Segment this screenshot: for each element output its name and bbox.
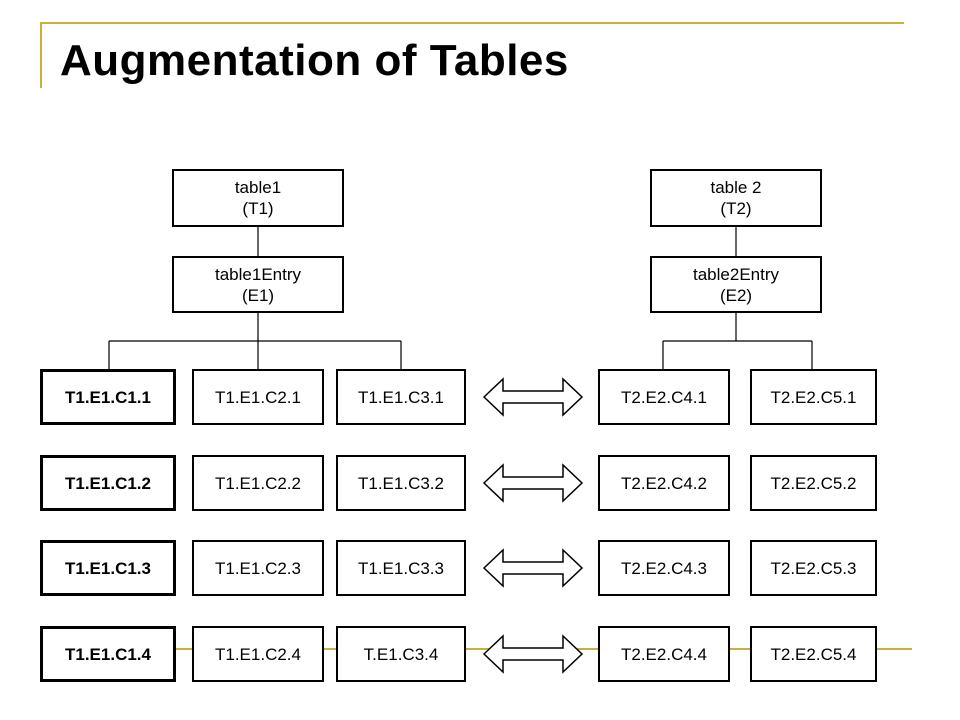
cell-c1-row-3: T1.E1.C1.3 (40, 540, 176, 596)
entry2-node: table2Entry (E2) (650, 256, 822, 313)
cell-c1-row-2: T1.E1.C1.2 (40, 455, 176, 511)
cell-c2-row-4: T1.E1.C2.4 (192, 626, 324, 682)
double-arrow-row-3 (482, 548, 584, 588)
table1-abbr: (T1) (242, 199, 274, 218)
double-arrow-row-4 (482, 634, 584, 674)
cell-c2-row-2: T1.E1.C2.2 (192, 455, 324, 511)
slide-title: Augmentation of Tables (60, 36, 569, 85)
cell-c4-row-3: T2.E2.C4.3 (598, 540, 730, 596)
table2-name: table 2 (710, 178, 762, 197)
cell-c5-row-4: T2.E2.C5.4 (750, 626, 877, 682)
cell-c2-row-3: T1.E1.C2.3 (192, 540, 324, 596)
double-arrow-row-2 (482, 463, 584, 503)
accent-line-top (40, 22, 904, 24)
cell-c3-row-3: T1.E1.C3.3 (336, 540, 466, 596)
cell-c4-row-4: T2.E2.C4.4 (598, 626, 730, 682)
cell-c1-row-4: T1.E1.C1.4 (40, 626, 176, 682)
cell-c4-row-2: T2.E2.C4.2 (598, 455, 730, 511)
cell-c3-row-2: T1.E1.C3.2 (336, 455, 466, 511)
table2-abbr: (T2) (720, 199, 752, 218)
cell-c1-row-1: T1.E1.C1.1 (40, 369, 176, 425)
cell-c4-row-1: T2.E2.C4.1 (598, 369, 730, 425)
cell-c2-row-1: T1.E1.C2.1 (192, 369, 324, 425)
cell-c5-row-1: T2.E2.C5.1 (750, 369, 877, 425)
table2-node: table 2 (T2) (650, 169, 822, 227)
cell-c3-row-1: T1.E1.C3.1 (336, 369, 466, 425)
accent-line-left (40, 22, 42, 88)
accent-line-bottom (40, 648, 912, 650)
entry1-node: table1Entry (E1) (172, 256, 344, 313)
cell-c5-row-3: T2.E2.C5.3 (750, 540, 877, 596)
entry2-name: table2Entry (693, 264, 779, 284)
entry1-name: table1Entry (215, 264, 301, 284)
entry2-abbr: (E2) (719, 285, 753, 305)
table1-name: table1 (234, 178, 282, 197)
entry1-abbr: (E1) (241, 285, 275, 305)
cell-c5-row-2: T2.E2.C5.2 (750, 455, 877, 511)
cell-c3-row-4: T.E1.C3.4 (336, 626, 466, 682)
double-arrow-row-1 (482, 377, 584, 417)
table1-node: table1 (T1) (172, 169, 344, 227)
